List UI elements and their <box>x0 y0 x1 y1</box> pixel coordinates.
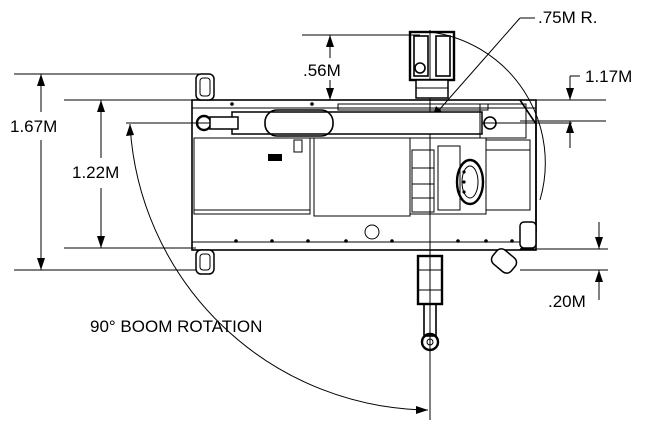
tail-swing-arc <box>429 31 546 201</box>
top-offset-label: .56M <box>303 61 341 80</box>
right-top-label: 1.17M <box>585 67 632 86</box>
hook-block <box>416 254 444 352</box>
bottom-offset-dimension <box>520 222 608 300</box>
inner-width-label: 1.22M <box>72 163 119 182</box>
boom-rotation-arc <box>129 123 429 411</box>
upper-cab <box>408 30 456 99</box>
overall-width-label: 1.67M <box>10 117 57 136</box>
top-offset-dimension <box>302 34 420 100</box>
bottom-offset-label: .20M <box>548 292 586 311</box>
radius-label: .75M R. <box>538 8 598 27</box>
right-top-dimension <box>520 75 606 148</box>
crane-chassis <box>191 99 537 251</box>
outrigger-pads <box>195 73 537 275</box>
overall-width-dimension <box>14 73 200 271</box>
boom-arm <box>195 103 527 139</box>
inner-width-dimension <box>64 99 196 249</box>
boom-rotation-label: 90° BOOM ROTATION <box>90 317 262 336</box>
